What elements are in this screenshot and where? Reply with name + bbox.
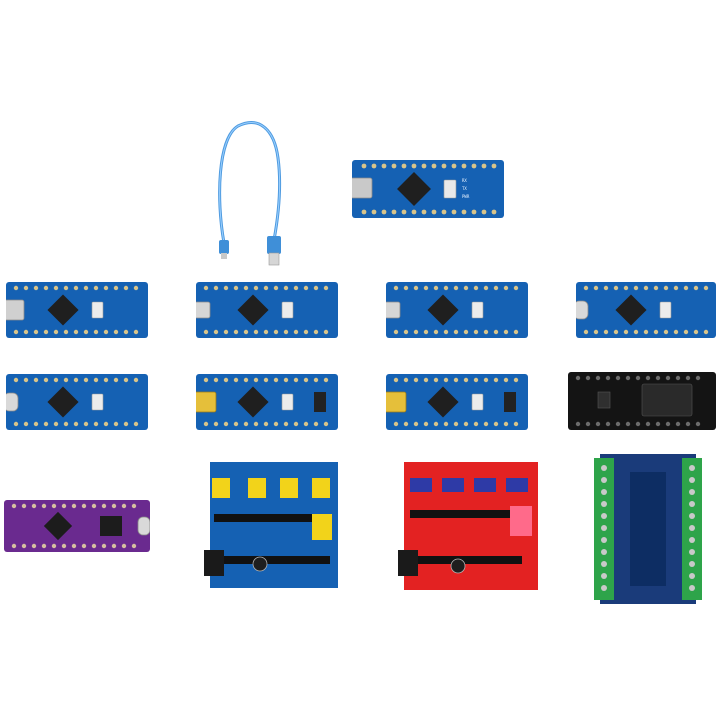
blue-nano-io-shield — [204, 462, 344, 594]
nano-board-gold-mini-usb-b — [386, 374, 528, 430]
svg-text:PWR: PWR — [462, 194, 470, 199]
svg-text:TX: TX — [462, 186, 467, 191]
nano-board-micro-usb-a — [196, 282, 338, 338]
black-wireless-module — [568, 372, 716, 430]
nano-board-mini-usb — [6, 282, 148, 338]
nano-board-micro-usb-b — [386, 282, 528, 338]
red-nano-io-shield — [398, 462, 544, 594]
nano-screw-terminal-adapter — [594, 454, 702, 604]
nano-board-mini-usb-top: RX TX PWR — [352, 160, 504, 218]
purple-nano-board-usb-c — [4, 500, 150, 552]
nano-board-usb-c-row3 — [6, 374, 148, 430]
svg-text:RX: RX — [462, 178, 467, 183]
nano-board-usb-c-top-right — [576, 282, 716, 338]
nano-board-gold-mini-usb-a — [196, 374, 338, 430]
usb-cable — [208, 118, 292, 268]
